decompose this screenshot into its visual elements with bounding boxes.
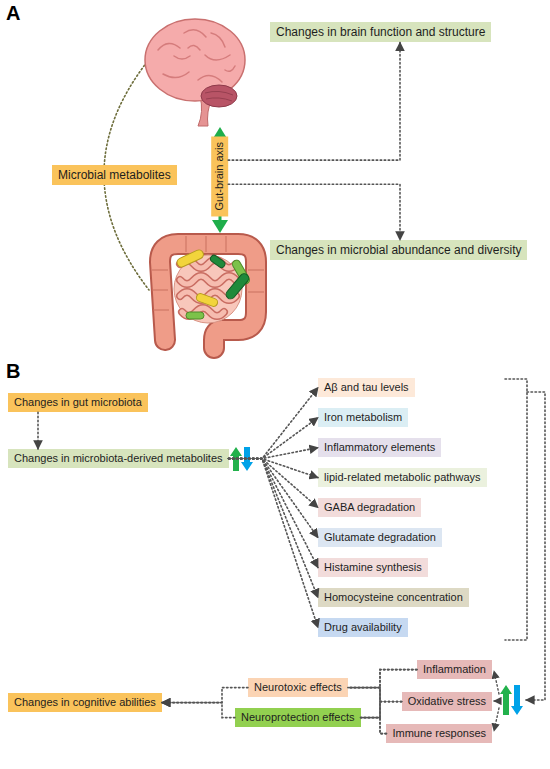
dotted-connector — [229, 459, 319, 568]
large-intestine-outline — [160, 244, 256, 348]
box-text: Drug availability — [324, 621, 402, 634]
dotted-connector — [162, 703, 235, 718]
leader-line — [494, 708, 499, 731]
brain-fold — [158, 43, 180, 50]
dotted-connector — [228, 184, 400, 240]
process-box: Histamine synthesis — [318, 558, 428, 577]
box-text: Neurotoxic effects — [254, 681, 342, 694]
leader-line — [494, 700, 499, 701]
brain-fold — [188, 45, 200, 50]
increase-arrow — [230, 447, 242, 471]
process-box: Immune responses — [386, 724, 492, 743]
decrease-arrow — [511, 685, 523, 715]
box-text: Oxidative stress — [408, 695, 486, 708]
cerebellum — [201, 85, 237, 107]
small-intestine-outline — [180, 260, 236, 316]
process-box: Neuroprotection effects — [235, 708, 361, 727]
box-text: Changes in microbiota-derived metabolite… — [14, 452, 223, 465]
increase-arrow — [500, 685, 512, 715]
box-text: lipid-related metabolic pathways — [324, 471, 481, 484]
brain-fold — [174, 56, 190, 59]
panel-label: A — [6, 2, 20, 25]
box-text: Inflammatory elements — [324, 441, 435, 454]
process-box: Changes in microbiota-derived metabolite… — [8, 449, 229, 468]
panel-label: B — [6, 360, 20, 383]
brain-fold — [198, 75, 222, 82]
bacterium — [176, 248, 205, 268]
brain-fold — [163, 72, 189, 78]
process-box: Gut-brain axis — [211, 136, 228, 216]
box-text: Homocysteine concentration — [324, 591, 463, 604]
process-box: GABA degradation — [318, 498, 421, 517]
box-text: Changes in gut microbiota — [14, 396, 142, 409]
bacterium — [186, 312, 204, 319]
process-box: lipid-related metabolic pathways — [318, 468, 487, 487]
dotted-connector — [348, 670, 417, 688]
box-text: Immune responses — [392, 727, 486, 740]
effect-leaders — [494, 671, 499, 731]
dotted-connector — [229, 459, 319, 538]
dotted-connector — [162, 688, 248, 703]
dotted-connector — [229, 459, 319, 598]
brain-fold — [211, 33, 225, 47]
large-intestine — [160, 244, 256, 348]
process-box: Changes in brain function and structure — [270, 22, 491, 42]
process-box: Inflammatory elements — [318, 438, 441, 457]
bacterium — [209, 254, 226, 269]
process-box: Changes in cognitive abilities — [8, 693, 162, 712]
box-text: Gut-brain axis — [213, 142, 226, 210]
dotted-connector — [229, 448, 319, 459]
box-text: Microbial metabolites — [58, 168, 171, 182]
box-text: Histamine synthesis — [324, 561, 422, 574]
dotted-connector — [348, 688, 402, 702]
dotted-connector — [229, 388, 319, 459]
brain-fold — [225, 66, 235, 71]
dotted-bracket — [505, 379, 527, 640]
leader-line — [526, 392, 545, 700]
process-box: Glutamate degradation — [318, 528, 442, 547]
brain-folds — [158, 30, 235, 82]
dotted-connector — [229, 459, 319, 508]
process-box: Neurotoxic effects — [248, 678, 348, 697]
leader-line — [494, 671, 499, 694]
brain-fold — [184, 30, 206, 37]
process-box: Changes in microbial abundance and diver… — [270, 240, 527, 260]
bacterium — [224, 272, 250, 301]
small-intestine — [180, 260, 236, 316]
box-text: Inflammation — [423, 663, 486, 676]
dotted-connector — [361, 718, 387, 734]
box-text: Changes in microbial abundance and diver… — [276, 243, 521, 257]
process-box: Drug availability — [318, 618, 408, 637]
dotted-connector — [37, 412, 39, 449]
box-text: GABA degradation — [324, 501, 415, 514]
process-box: Iron metabolism — [318, 408, 408, 427]
decrease-arrow — [241, 447, 253, 471]
process-box: Inflammation — [417, 660, 492, 679]
box-text: Changes in brain function and structure — [276, 25, 485, 39]
dotted-connector — [361, 702, 402, 718]
dotted-connector — [229, 459, 319, 628]
cerebellum-folds — [205, 91, 233, 101]
box-text: Changes in cognitive abilities — [14, 696, 156, 709]
dotted-connector — [228, 42, 400, 160]
bacteria-group — [176, 248, 251, 319]
bacterium — [195, 292, 218, 307]
dotted-connector — [229, 418, 319, 459]
process-box: Microbial metabolites — [52, 165, 177, 185]
box-text: Glutamate degradation — [324, 531, 436, 544]
box-text: Neuroprotection effects — [241, 711, 355, 724]
axis-arrow-head — [212, 220, 228, 233]
process-box: Aβ and tau levels — [318, 378, 415, 397]
process-box: Homocysteine concentration — [318, 588, 469, 607]
dotted-connector — [229, 459, 319, 478]
box-text: Aβ and tau levels — [324, 381, 409, 394]
brain-fold — [205, 55, 230, 60]
process-box: Changes in gut microbiota — [8, 393, 148, 412]
process-box: Oxidative stress — [402, 692, 492, 711]
box-text: Iron metabolism — [324, 411, 402, 424]
